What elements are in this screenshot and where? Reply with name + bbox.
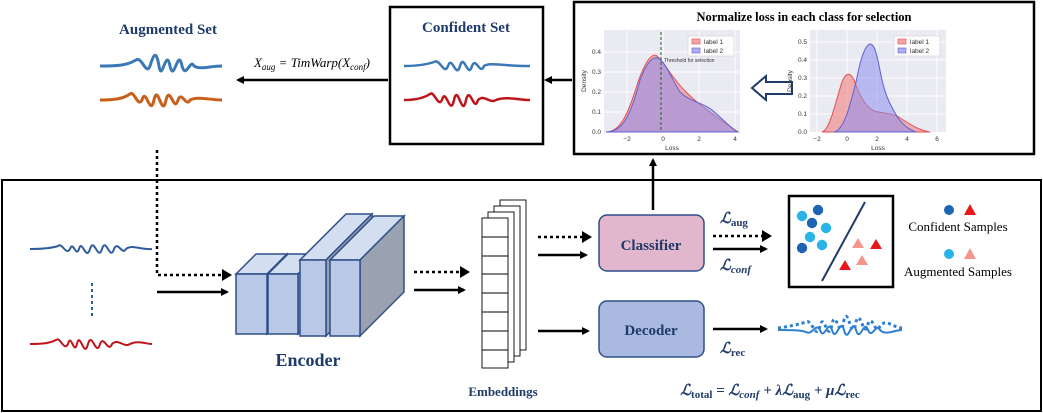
augmented-triangle [856, 255, 868, 265]
plot-left-ylabel: Density [581, 69, 588, 91]
timewarp-formula: Xaug = TimWarp(Xconf) [253, 55, 370, 72]
plot-left-ytick: 0.1 [592, 109, 601, 116]
dotted-augmented-path [155, 150, 230, 277]
plot-right-xticks: −2 0 2 4 6 [813, 136, 939, 143]
plot-left-yticks: 0.0 0.1 0.2 0.3 0.4 [592, 49, 601, 136]
encoder-label: Encoder [276, 350, 341, 370]
confident-dot [796, 242, 808, 254]
plot-right-xtick: 0 [845, 136, 849, 143]
plot-right-xlabel: Loss [871, 145, 885, 152]
normalize-title: Normalize loss in each class for selecti… [696, 10, 911, 24]
plot-right-ytick: 0.3 [798, 75, 807, 82]
plot-right-ytick: 0.5 [798, 39, 807, 46]
confident-set-box [388, 5, 545, 146]
confident-wave-blue [403, 60, 531, 72]
reconstruction-wave-dotted [777, 314, 903, 334]
augmented-wave-orange [99, 91, 223, 108]
plot-left-xlabel: Loss [665, 145, 679, 152]
scatter-points [796, 204, 882, 270]
kde-left-label2 [605, 57, 739, 133]
hollow-arrow-icon [750, 73, 793, 103]
kde-plot-right: label 1 label 2 0.0 0.1 0.2 0.3 0.4 0.5 … [787, 30, 946, 152]
loss-rec-label: ℒrec [720, 341, 745, 359]
plot-right-ytick: 0.2 [798, 93, 807, 100]
augmented-set-title: Augmented Set [119, 22, 217, 38]
plot-right-ytick: 0.0 [798, 129, 807, 136]
loss-conf-label: ℒconf [720, 258, 752, 276]
total-loss-equation: ℒtotal = ℒconf + λℒaug + μℒrec [680, 383, 860, 401]
plot-right-legend: label 1 label 2 [893, 35, 941, 57]
embeddings-stack [481, 199, 527, 369]
main-frame [1, 179, 1042, 412]
plot-left-ytick: 0.0 [592, 129, 601, 136]
confident-set-title: Confident Set [422, 20, 510, 36]
dotted-encoder-arrowhead [460, 266, 470, 278]
plot-right-yticks: 0.0 0.1 0.2 0.3 0.4 0.5 [798, 39, 807, 136]
plot-right-xtick: 2 [875, 136, 879, 143]
plot-right-ytick: 0.4 [798, 57, 807, 64]
plot-left-legend-2: label 2 [704, 48, 724, 55]
kde-right-label2 [833, 43, 917, 133]
plot-left-ytick: 0.3 [592, 69, 601, 76]
augmented-dot [804, 231, 816, 243]
dotted-augmented-arrowhead [222, 269, 232, 281]
augmented-dot [796, 210, 808, 222]
legend-augmented-dot [944, 249, 954, 259]
plot-right-ylabel: Density [787, 69, 794, 91]
classifier-box [598, 214, 705, 272]
legend-confident-dot [944, 205, 954, 215]
augmented-dot [816, 239, 828, 251]
plot-left-ytick: 0.4 [592, 49, 601, 56]
decoder-label: Decoder [624, 323, 678, 339]
decoder-box [598, 300, 705, 358]
legend-confident-label: Confident Samples [908, 219, 1007, 234]
legend-augmented-label: Augmented Samples [904, 264, 1012, 279]
plot-left-xtick: −2 [623, 136, 631, 143]
plot-right-xtick: 4 [905, 136, 909, 143]
confident-triangle [839, 260, 851, 270]
augmented-dot [820, 222, 832, 234]
dotted-emb-classifier-arrowhead [582, 231, 592, 243]
confident-wave-red [403, 92, 531, 108]
classifier-label: Classifier [621, 238, 682, 254]
dotted-classifier-output-arrowhead [762, 230, 772, 242]
plot-left-xtick: 2 [697, 136, 701, 143]
threshold-label: Threshold for selection [664, 58, 715, 64]
loss-aug-label: ℒaug [720, 211, 748, 229]
legend-augmented-triangle [964, 248, 976, 259]
plot-right-ytick: 0.1 [798, 111, 807, 118]
plot-left-ytick: 0.2 [592, 89, 601, 96]
plot-left-legend-1: label 1 [704, 39, 724, 46]
input-wave-blue [29, 244, 153, 254]
plot-left-xtick: 0 [661, 136, 665, 143]
input-wave-red [29, 338, 153, 350]
kde-plot-left: Threshold for selection label 1 label 2 … [581, 30, 740, 152]
plot-left-legend: label 1 label 2 [687, 35, 735, 57]
plot-left-xtick: 4 [733, 136, 737, 143]
augmented-triangle [852, 238, 864, 248]
plot-right-xtick: 6 [935, 136, 939, 143]
encoder-block [234, 212, 406, 338]
embeddings-label: Embeddings [468, 384, 537, 399]
plot-right-legend-2: label 2 [910, 48, 930, 55]
decision-boundary [821, 201, 866, 282]
augmented-wave-blue [99, 53, 223, 73]
plot-right-xtick: −2 [813, 136, 821, 143]
plot-right-legend-1: label 1 [910, 39, 930, 46]
legend-confident-triangle [964, 204, 976, 215]
plot-left-xticks: −2 0 2 4 [623, 136, 737, 143]
confident-triangle [870, 239, 882, 249]
confident-dot [812, 204, 824, 216]
confident-dot [806, 217, 818, 229]
